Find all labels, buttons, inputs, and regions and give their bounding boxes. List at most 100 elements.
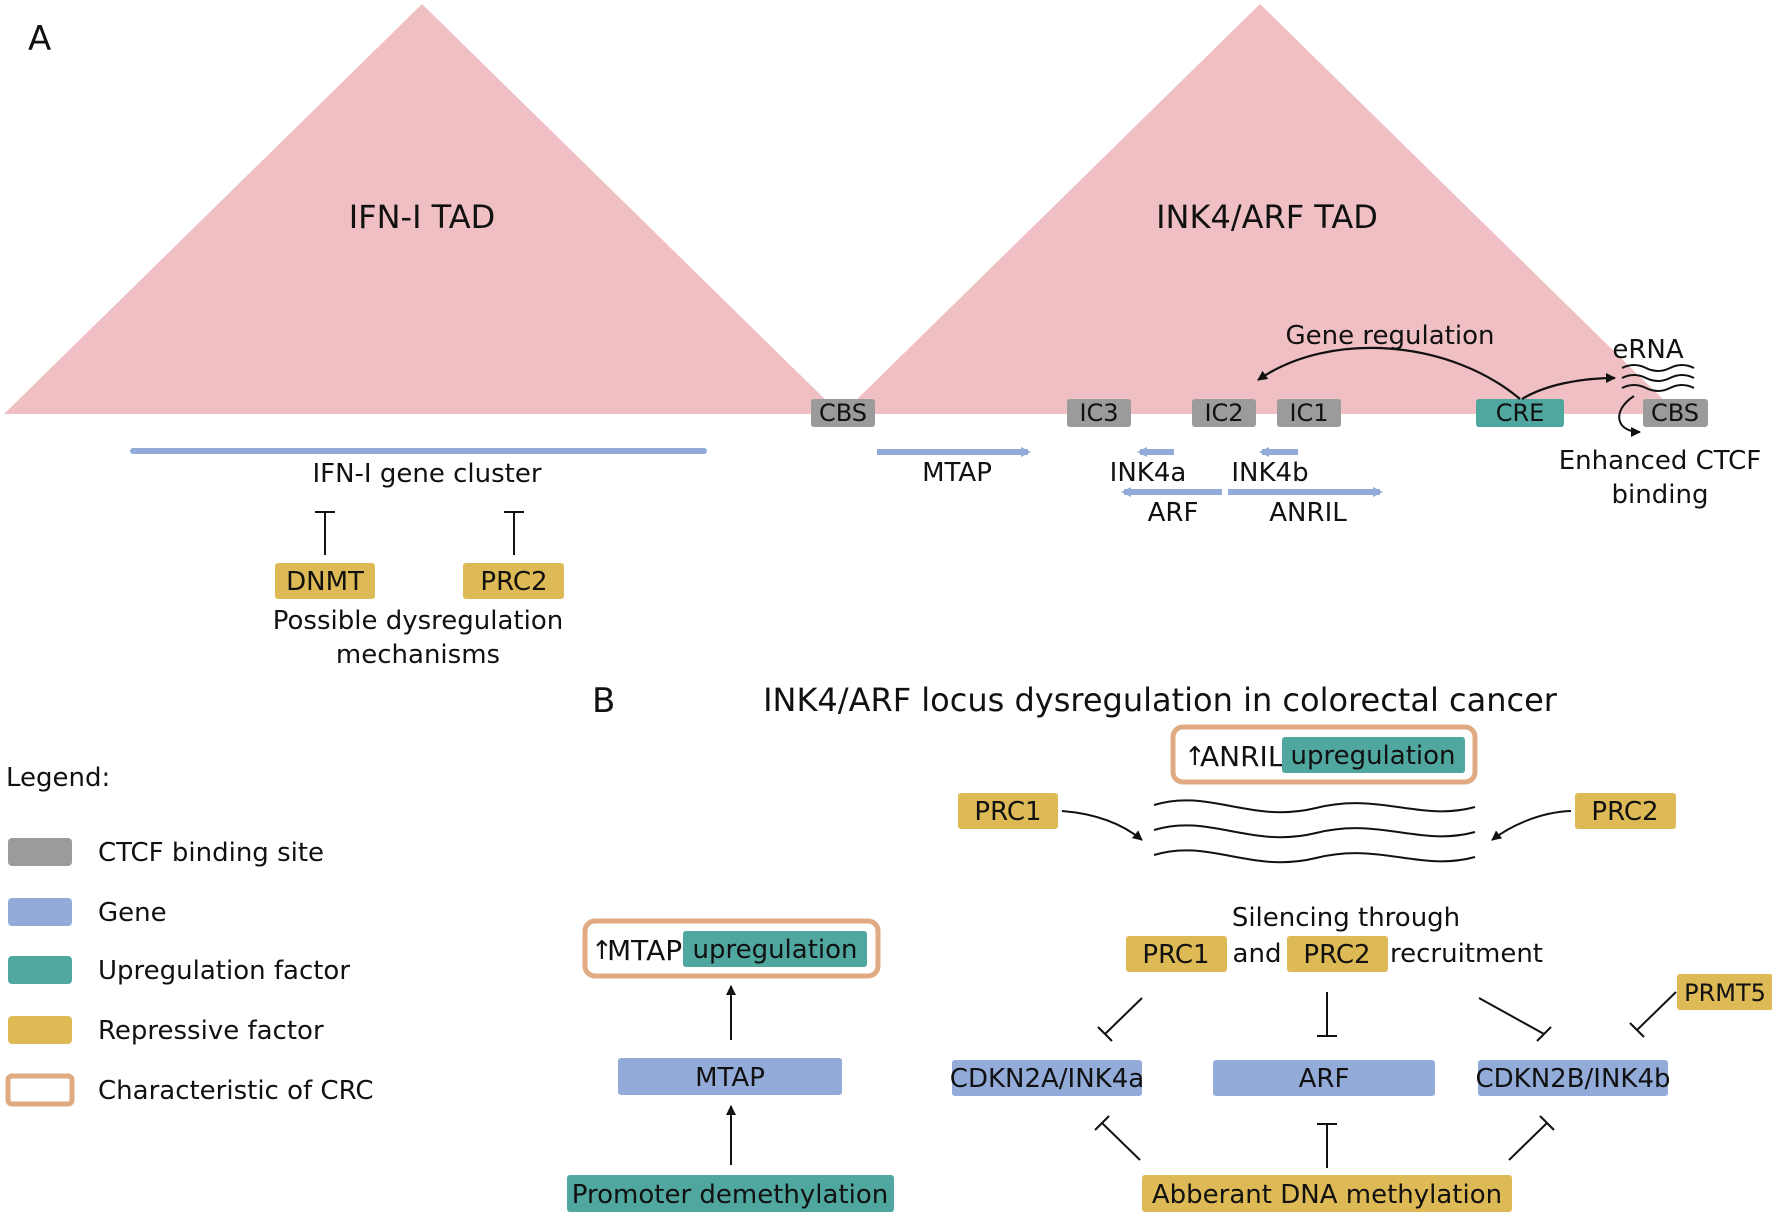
- gene-regulation-arrow: [1257, 346, 1521, 400]
- arf-gene-label: ARF: [1148, 498, 1199, 528]
- anril-label: ANRIL: [1200, 740, 1284, 773]
- erna-wave-3: [1621, 384, 1695, 392]
- erna-arrow: [1521, 373, 1616, 400]
- prc2-to-anril-arrow: [1491, 810, 1572, 841]
- prmt5-label: PRMT5: [1684, 979, 1766, 1007]
- prc2-label-a: PRC2: [480, 567, 547, 597]
- ic2-box: [1192, 399, 1256, 427]
- arf-label: ARF: [1299, 1064, 1350, 1094]
- legend-swatch-2: [8, 898, 72, 926]
- prc2-box-a: [463, 563, 564, 599]
- inhibit-cdkn2a-bar: [1097, 1026, 1113, 1042]
- mechanisms-line2: mechanisms: [336, 640, 500, 670]
- inhibit-cdkn2b-bar: [1536, 1026, 1552, 1042]
- tad-ink4-label: INK4/ARF TAD: [1156, 198, 1378, 236]
- prc2-box-top: [1575, 793, 1676, 829]
- ifn-cluster-label: IFN-I gene cluster: [312, 459, 541, 489]
- panel-b-title: INK4/ARF locus dysregulation in colorect…: [763, 681, 1558, 719]
- silencing-and: and: [1233, 939, 1282, 969]
- anril-rna-wave-1: [1153, 799, 1476, 814]
- methyl-inhibit-cdkn2a-line: [1101, 1122, 1141, 1161]
- enhanced-binding-arrow: [1618, 395, 1641, 437]
- cbs-right-box: [1643, 399, 1708, 427]
- promoter-label: Promoter demethylation: [572, 1180, 888, 1210]
- enhanced-ctcf-line1: Enhanced CTCF: [1559, 446, 1761, 476]
- prc1-label-top: PRC1: [974, 797, 1041, 827]
- tad-ifn-triangle: [4, 4, 840, 414]
- aberrant-box: [1142, 1175, 1512, 1212]
- cdkn2b-box: [1478, 1060, 1668, 1096]
- aberrant-label: Abberant DNA methylation: [1152, 1180, 1502, 1210]
- dnmt-box: [275, 563, 375, 599]
- silencing-line1: Silencing through: [1232, 903, 1460, 933]
- mtap-upregulation-box: [683, 931, 867, 967]
- cdkn2b-label: CDKN2B/INK4b: [1475, 1064, 1670, 1094]
- methyl-inhibit-cdkn2b-line: [1508, 1122, 1548, 1161]
- enhanced-ctcf-line2: binding: [1612, 480, 1709, 510]
- silencing-prc1-box: [1126, 936, 1227, 972]
- legend-swatch-4: [8, 1016, 72, 1044]
- tad-ink4-triangle: [842, 4, 1678, 414]
- prmt5-inhibit-bar: [1629, 1022, 1645, 1038]
- prmt5-inhibit-line: [1636, 991, 1677, 1031]
- legend-swatch-3: [8, 956, 72, 984]
- legend-swatch-5: [5, 1073, 75, 1107]
- tad-ifn-label: IFN-I TAD: [349, 198, 496, 236]
- legend-label-3: Upregulation factor: [98, 956, 350, 986]
- mtap-gene-label: MTAP: [922, 458, 992, 488]
- prc2-label-top: PRC2: [1591, 797, 1658, 827]
- mtap-gene-box: [618, 1058, 842, 1095]
- panel-b-label: B: [592, 681, 615, 721]
- silencing-recruitment: recruitment: [1390, 939, 1543, 969]
- ic1-label: IC1: [1289, 399, 1328, 427]
- anril-up-arrow: ↑: [1184, 742, 1206, 772]
- erna-wave-2: [1621, 374, 1695, 382]
- prmt5-box: [1677, 974, 1772, 1010]
- legend-label-1: CTCF binding site: [98, 838, 324, 868]
- anril-upregulation-box: [1282, 737, 1465, 773]
- cbs-left-label: CBS: [819, 399, 867, 427]
- ic1-box: [1277, 399, 1341, 427]
- silencing-prc2-label: PRC2: [1303, 940, 1370, 970]
- legend-title: Legend:: [6, 763, 110, 793]
- methyl-inhibit-cdkn2a-bar: [1094, 1115, 1110, 1131]
- cre-label: CRE: [1496, 399, 1545, 427]
- inhibit-cdkn2a-line: [1104, 997, 1143, 1035]
- anril-rna-wave-2: [1153, 824, 1476, 839]
- cbs-right-label: CBS: [1651, 399, 1699, 427]
- legend-label-2: Gene: [98, 898, 167, 928]
- prc1-to-anril-arrow: [1061, 810, 1143, 841]
- legend-label-4: Repressive factor: [98, 1016, 324, 1046]
- inhibit-cdkn2b-line: [1478, 997, 1545, 1035]
- erna-wave-1: [1621, 364, 1695, 372]
- mechanisms-line1: Possible dysregulation: [273, 606, 563, 636]
- mtap-gene-box-label: MTAP: [695, 1063, 765, 1093]
- promoter-box: [567, 1175, 894, 1212]
- silencing-prc1-label: PRC1: [1142, 940, 1209, 970]
- cre-box: [1476, 399, 1564, 427]
- ic2-label: IC2: [1204, 399, 1243, 427]
- anril-rna-wave-3: [1153, 849, 1476, 864]
- prc1-box-top: [958, 793, 1058, 829]
- legend-label-5: Characteristic of CRC: [98, 1076, 374, 1106]
- ic3-label: IC3: [1079, 399, 1118, 427]
- anril-gene-label: ANRIL: [1269, 498, 1347, 528]
- panel-a-label: A: [28, 19, 51, 59]
- cdkn2a-label: CDKN2A/INK4a: [950, 1064, 1144, 1094]
- ink4a-gene-label: INK4a: [1110, 458, 1187, 488]
- ink4b-gene-label: INK4b: [1231, 458, 1308, 488]
- anril-upregulation-label: upregulation: [1290, 741, 1455, 771]
- legend-swatch-1: [8, 838, 72, 866]
- cdkn2a-box: [952, 1060, 1142, 1096]
- mtap-crc-label: MTAP: [607, 934, 682, 967]
- ic3-box: [1067, 399, 1131, 427]
- gene-regulation-label: Gene regulation: [1286, 321, 1495, 351]
- mtap-up-arrow: ↑: [591, 936, 613, 966]
- erna-label: eRNA: [1612, 335, 1684, 365]
- methyl-inhibit-cdkn2b-bar: [1539, 1115, 1555, 1131]
- silencing-prc2-box: [1287, 936, 1388, 972]
- dnmt-label: DNMT: [286, 567, 364, 597]
- mtap-upregulation-label: upregulation: [692, 935, 857, 965]
